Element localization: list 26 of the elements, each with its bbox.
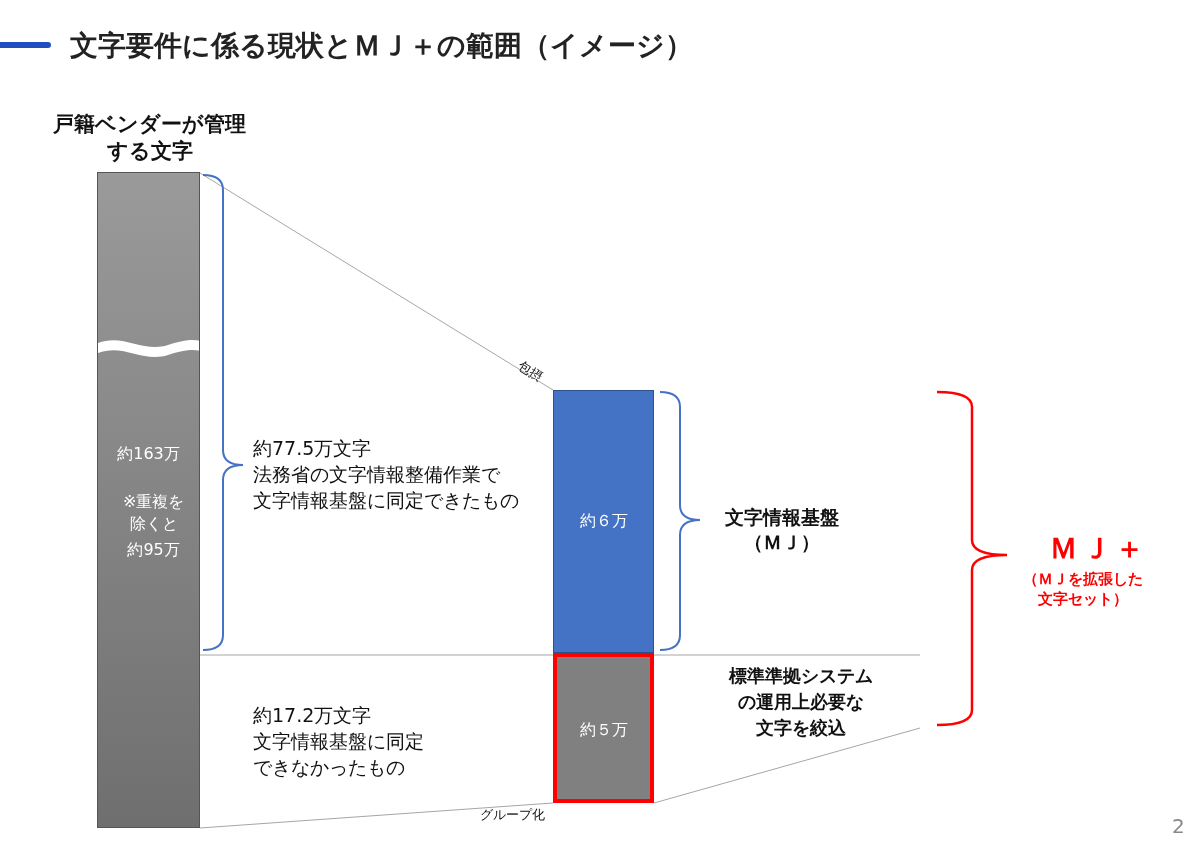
connector-line: [199, 172, 554, 391]
description-text: 文字情報基盤に同定できたもの: [253, 488, 519, 513]
note-text: の運用上必要な: [737, 690, 865, 714]
edge-label: グループ化: [480, 807, 545, 824]
count-text: ※重複を除くと: [121, 491, 186, 536]
edge-label: 包摂: [514, 358, 546, 387]
count-text: 約77.5万文字: [253, 436, 372, 461]
count-text: 約５万: [578, 720, 629, 741]
category-label: ＭＪ＋: [1047, 530, 1149, 567]
count-text: 約95万: [126, 539, 181, 561]
connector-line: [199, 802, 554, 829]
mj-bar: [553, 390, 654, 653]
count-text: 約６万: [578, 510, 629, 532]
category-label: 文字情報基盤（ＭＪ）: [725, 505, 839, 555]
narrowed-bar: [553, 653, 654, 803]
note-text: （ＭＪを拡張した文字セット）: [1022, 570, 1144, 609]
description-text: できなかったもの: [253, 755, 405, 780]
count-text: 約163万: [116, 443, 181, 465]
description-text: 文字情報基盤に同定: [253, 729, 424, 754]
bar-heading: 戸籍ベンダーが管理する文字: [52, 111, 247, 166]
page-number: 2: [1172, 813, 1185, 839]
description-text: 法務省の文字情報整備作業で: [253, 462, 500, 487]
note-text: 標準準拠システム: [727, 664, 874, 688]
note-text: 文字を絞込: [755, 716, 847, 740]
slide-title: 文字要件に係る現状とＭＪ＋の範囲（イメージ）: [70, 28, 693, 64]
count-text: 約17.2万文字: [253, 703, 372, 728]
